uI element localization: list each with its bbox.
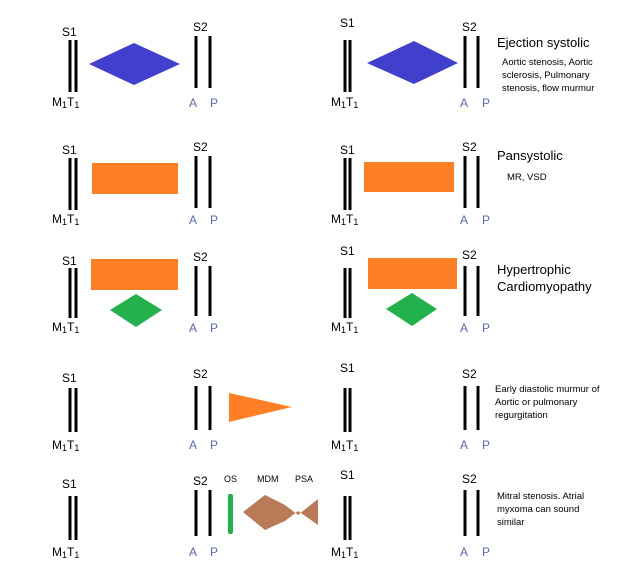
s2-label: S2 bbox=[462, 472, 477, 486]
p2-label: P bbox=[482, 321, 491, 335]
m1t1-label: M1T1 bbox=[331, 545, 359, 560]
s2-label: S2 bbox=[193, 367, 208, 381]
row-description: MR, VSD bbox=[507, 172, 547, 183]
early-diastolic-murmur-triangle bbox=[229, 393, 292, 422]
ejection-murmur-diamond bbox=[89, 43, 180, 85]
opening-snap-bar bbox=[228, 494, 233, 534]
p2-label: P bbox=[210, 321, 219, 335]
a2-label: A bbox=[189, 96, 198, 110]
s1-label: S1 bbox=[340, 244, 355, 258]
hcm-green-diamond bbox=[386, 293, 437, 326]
a2-label: A bbox=[460, 96, 469, 110]
mid-diastolic-murmur-shape bbox=[243, 495, 318, 530]
p2-label: P bbox=[482, 545, 491, 559]
row-title: Ejection systolic bbox=[497, 35, 590, 50]
s1-label: S1 bbox=[62, 25, 77, 39]
s2-label: S2 bbox=[193, 250, 208, 264]
os-label: OS bbox=[224, 474, 238, 484]
a2-label: A bbox=[189, 438, 198, 452]
s1-label: S1 bbox=[340, 16, 355, 30]
s2-label: S2 bbox=[462, 20, 477, 34]
a2-label: A bbox=[460, 545, 469, 559]
s1-label: S1 bbox=[62, 477, 77, 491]
s2-label: S2 bbox=[462, 140, 477, 154]
s2-label: S2 bbox=[193, 140, 208, 154]
a2-label: A bbox=[189, 321, 198, 335]
a2-label: A bbox=[189, 213, 198, 227]
p2-label: P bbox=[210, 96, 219, 110]
s1-label: S1 bbox=[62, 254, 77, 268]
s2-label: S2 bbox=[193, 20, 208, 34]
s1-label: S1 bbox=[62, 371, 77, 385]
s1-label: S1 bbox=[340, 468, 355, 482]
m1t1-label: M1T1 bbox=[52, 545, 80, 560]
s1-label: S1 bbox=[340, 143, 355, 157]
m1t1-label: M1T1 bbox=[331, 212, 359, 227]
p2-label: P bbox=[482, 438, 491, 452]
m1t1-label: M1T1 bbox=[52, 320, 80, 335]
hcm-green-diamond bbox=[110, 294, 162, 327]
p2-label: P bbox=[210, 545, 219, 559]
s2-label: S2 bbox=[462, 248, 477, 262]
row-title: Hypertrophic Cardiomyopathy bbox=[497, 262, 592, 294]
pansystolic-murmur-bar bbox=[364, 162, 454, 192]
hcm-murmur-bar bbox=[368, 258, 457, 289]
m1t1-label: M1T1 bbox=[331, 95, 359, 110]
heart-sound-bars bbox=[68, 36, 480, 540]
psa-label: PSA bbox=[295, 474, 314, 484]
m1t1-label: M1T1 bbox=[52, 438, 80, 453]
m1t1-label: M1T1 bbox=[52, 212, 80, 227]
s1-label: S1 bbox=[62, 143, 77, 157]
row-description: Aortic stenosis, Aortic sclerosis, Pulmo… bbox=[502, 57, 595, 94]
p2-label: P bbox=[210, 213, 219, 227]
ejection-murmur-diamond bbox=[367, 41, 458, 84]
m1t1-label: M1T1 bbox=[331, 320, 359, 335]
a2-label: A bbox=[189, 545, 198, 559]
a2-label: A bbox=[460, 321, 469, 335]
s2-label: S2 bbox=[462, 367, 477, 381]
row-description: Early diastolic murmur of Aortic or pulm… bbox=[495, 384, 600, 421]
m1t1-label: M1T1 bbox=[331, 438, 359, 453]
mdm-label: MDM bbox=[257, 474, 279, 484]
s1-label: S1 bbox=[340, 361, 355, 375]
row-description: Mitral stenosis. Atrial myxoma can sound… bbox=[497, 491, 585, 528]
p2-label: P bbox=[482, 96, 491, 110]
p2-label: P bbox=[482, 213, 491, 227]
p2-label: P bbox=[210, 438, 219, 452]
row-title: Pansystolic bbox=[497, 148, 563, 163]
m1t1-label: M1T1 bbox=[52, 95, 80, 110]
s2-label: S2 bbox=[193, 474, 208, 488]
a2-label: A bbox=[460, 438, 469, 452]
hcm-murmur-bar bbox=[91, 259, 178, 290]
a2-label: A bbox=[460, 213, 469, 227]
pansystolic-murmur-bar bbox=[92, 163, 178, 194]
